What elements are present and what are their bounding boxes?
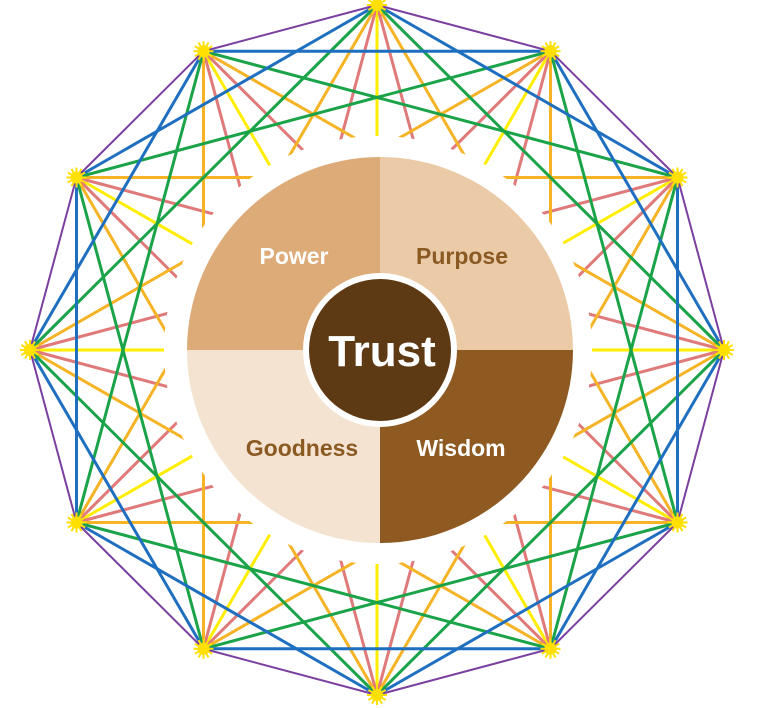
chord-step-3 <box>75 50 205 523</box>
goodness-label: Goodness <box>246 435 358 461</box>
chord-step-3 <box>375 3 726 352</box>
chord-step-3 <box>549 177 679 650</box>
chord-step-2 <box>75 521 378 697</box>
star-icon <box>667 512 688 533</box>
chord-step-2 <box>549 50 726 351</box>
chord-step-3 <box>75 177 205 650</box>
chord-step-2 <box>376 3 679 179</box>
star-icon <box>367 685 387 705</box>
chord-step-3 <box>28 3 379 352</box>
chord-step-1 <box>549 521 679 650</box>
chord-step-1 <box>376 4 551 53</box>
chord-step-1 <box>29 349 78 523</box>
chord-step-1 <box>203 4 378 53</box>
chord-step-3 <box>203 49 678 179</box>
star-icon <box>714 340 734 360</box>
chord-step-3 <box>76 49 551 179</box>
purpose-label: Purpose <box>416 243 508 269</box>
chord-step-3 <box>28 348 379 697</box>
star-icon <box>540 638 561 659</box>
chord-step-2 <box>75 3 378 179</box>
chord-step-1 <box>376 647 551 696</box>
chord-step-1 <box>549 50 679 179</box>
star-icon <box>367 0 387 15</box>
wisdom-label: Wisdom <box>416 435 505 461</box>
trust-label: Trust <box>328 327 436 376</box>
vertex-stars <box>20 0 734 705</box>
chord-step-1 <box>29 177 78 351</box>
trust-core <box>309 279 451 421</box>
star-icon <box>66 512 87 533</box>
chord-step-1 <box>676 349 725 523</box>
chord-step-2 <box>376 521 679 697</box>
star-icon <box>667 167 688 188</box>
chord-step-3 <box>203 521 678 651</box>
chord-step-1 <box>203 647 378 696</box>
chord-step-1 <box>676 177 725 351</box>
chord-step-3 <box>549 50 679 523</box>
chord-step-1 <box>75 50 205 179</box>
power-label: Power <box>259 243 328 269</box>
star-icon <box>193 41 214 62</box>
chord-step-2 <box>28 50 205 351</box>
star-icon <box>66 167 87 188</box>
star-icon <box>540 41 561 62</box>
chord-step-3 <box>375 348 726 697</box>
chord-step-3 <box>76 521 551 651</box>
chord-step-2 <box>28 349 205 650</box>
chord-step-2 <box>549 349 726 650</box>
star-icon <box>20 340 40 360</box>
chord-step-1 <box>75 521 205 650</box>
star-icon <box>193 638 214 659</box>
